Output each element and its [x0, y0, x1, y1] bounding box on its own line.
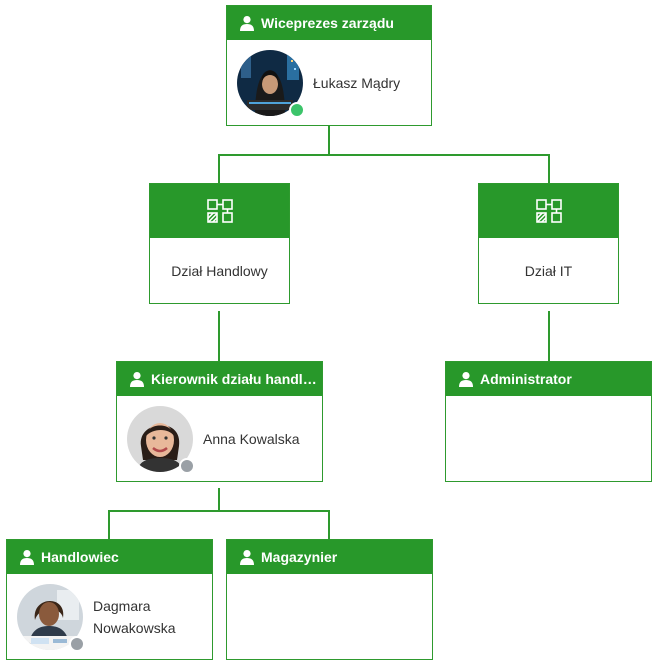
connector-it-dept-to-admin — [548, 311, 550, 361]
position-title: Kierownik działu handlo... — [151, 371, 322, 387]
card-header: Kierownik działu handlo... — [117, 362, 322, 396]
person-first-name: Dagmara — [93, 597, 151, 614]
position-card-warehouse-worker[interactable]: Magazynier — [226, 539, 433, 660]
connector-root-down — [328, 125, 330, 155]
card-header: Magazynier — [227, 540, 432, 574]
avatar[interactable] — [127, 405, 195, 474]
person-name: Anna Kowalska — [203, 430, 300, 447]
person-icon — [459, 372, 473, 387]
connector-to-salesperson — [108, 510, 110, 539]
person-icon — [130, 372, 144, 387]
position-card-administrator[interactable]: Administrator — [445, 361, 652, 482]
org-structure-icon — [206, 199, 233, 223]
department-name: Dział IT — [524, 262, 573, 279]
person-icon — [240, 16, 254, 31]
position-title: Administrator — [480, 371, 572, 387]
position-title: Handlowiec — [41, 549, 119, 565]
connector-root-horizontal — [218, 154, 550, 156]
card-header: Administrator — [446, 362, 651, 396]
position-card-vice-president[interactable]: Wiceprezes zarządu Łukasz Mądry — [226, 5, 432, 126]
connector-to-it-dept — [548, 154, 550, 183]
status-offline-indicator — [69, 635, 85, 652]
card-body-empty — [446, 396, 651, 481]
department-card-it[interactable]: Dział IT — [478, 183, 619, 304]
card-header: Wiceprezes zarządu — [227, 6, 431, 40]
avatar[interactable] — [237, 49, 305, 118]
card-header: Handlowiec — [7, 540, 212, 574]
avatar[interactable] — [17, 583, 85, 652]
position-title: Magazynier — [261, 549, 338, 565]
card-body: Anna Kowalska — [117, 396, 322, 481]
person-name: Dagmara Nowakowska — [93, 595, 175, 639]
department-name: Dział Handlowy — [171, 262, 268, 279]
connector-to-warehouse — [328, 510, 330, 539]
department-header — [479, 184, 618, 238]
department-card-sales[interactable]: Dział Handlowy — [149, 183, 290, 304]
department-header — [150, 184, 289, 238]
connector-to-sales-dept — [218, 154, 220, 183]
person-last-name: Nowakowska — [93, 619, 176, 636]
card-body: Dagmara Nowakowska — [7, 574, 212, 659]
position-title: Wiceprezes zarządu — [261, 15, 394, 31]
person-icon — [240, 550, 254, 565]
connector-sales-dept-to-manager — [218, 311, 220, 361]
connector-manager-horizontal — [108, 510, 330, 512]
position-card-salesperson[interactable]: Handlowiec Dagmara Nowakowska — [6, 539, 213, 660]
connector-manager-down — [218, 488, 220, 512]
org-structure-icon — [535, 199, 562, 223]
position-card-sales-manager[interactable]: Kierownik działu handlo... Anna Kowalska — [116, 361, 323, 482]
card-body-empty — [227, 574, 432, 659]
person-icon — [20, 550, 34, 565]
status-offline-indicator — [179, 457, 195, 474]
avatar-photo-hacker — [237, 49, 303, 116]
card-body: Łukasz Mądry — [227, 40, 431, 125]
status-online-indicator — [289, 101, 305, 118]
person-name: Łukasz Mądry — [313, 74, 401, 91]
